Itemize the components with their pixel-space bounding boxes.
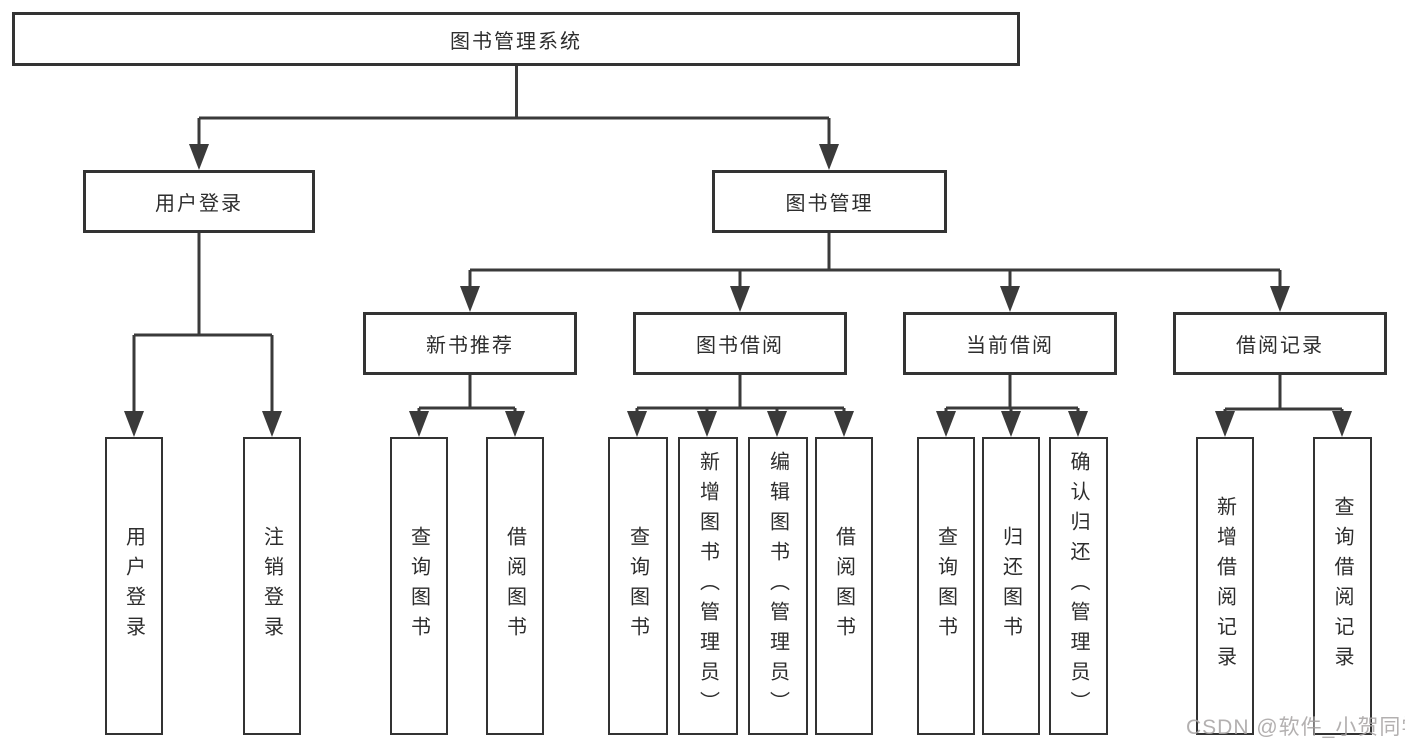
leaf-newbook-query-book: 查询图书 bbox=[390, 437, 448, 735]
leaf-label: 用户登录 bbox=[122, 526, 145, 646]
arrow-down-icon bbox=[1000, 286, 1020, 312]
node-user-login: 用户登录 bbox=[83, 170, 315, 233]
node-label: 当前借阅 bbox=[966, 335, 1054, 357]
node-current-borrowing: 当前借阅 bbox=[903, 312, 1117, 375]
leaf-records-add-record: 新增借阅记录 bbox=[1196, 437, 1254, 735]
node-label: 新书推荐 bbox=[426, 335, 514, 357]
node-book-management: 图书管理 bbox=[712, 170, 947, 233]
node-book-borrowing: 图书借阅 bbox=[633, 312, 847, 375]
leaf-newbook-borrow-book: 借阅图书 bbox=[486, 437, 544, 735]
leaf-label: 注销登录 bbox=[260, 526, 283, 646]
node-label: 用户登录 bbox=[155, 193, 243, 215]
node-label: 借阅记录 bbox=[1236, 335, 1324, 357]
leaf-label: 借阅图书 bbox=[503, 526, 526, 646]
leaf-borrowing-add-book-admin: 新增图书（管理员） bbox=[678, 437, 738, 735]
arrow-down-icon bbox=[1068, 411, 1088, 437]
arrow-down-icon bbox=[697, 411, 717, 437]
leaf-label: 新增借阅记录 bbox=[1213, 496, 1236, 676]
leaf-records-query-record: 查询借阅记录 bbox=[1313, 437, 1372, 735]
arrow-down-icon bbox=[936, 411, 956, 437]
node-label: 图书管理 bbox=[785, 193, 874, 215]
arrowheads bbox=[124, 144, 1352, 437]
arrow-down-icon bbox=[1332, 411, 1352, 437]
node-label: 图书借阅 bbox=[696, 335, 784, 357]
leaf-user-login: 用户登录 bbox=[105, 437, 163, 735]
leaf-logout: 注销登录 bbox=[243, 437, 301, 735]
leaf-label: 查询图书 bbox=[407, 526, 430, 646]
leaf-borrowing-edit-book-admin: 编辑图书（管理员） bbox=[748, 437, 808, 735]
arrow-down-icon bbox=[124, 411, 144, 437]
leaf-borrowing-borrow-book: 借阅图书 bbox=[815, 437, 873, 735]
leaf-current-return-book: 归还图书 bbox=[982, 437, 1040, 735]
leaf-label: 新增图书（管理员） bbox=[696, 451, 719, 721]
arrow-down-icon bbox=[1001, 411, 1021, 437]
arrow-down-icon bbox=[1215, 411, 1235, 437]
node-library-system: 图书管理系统 bbox=[12, 12, 1020, 66]
arrow-down-icon bbox=[505, 411, 525, 437]
leaf-label: 查询图书 bbox=[934, 526, 957, 646]
leaf-current-query-book: 查询图书 bbox=[917, 437, 975, 735]
leaf-label: 查询借阅记录 bbox=[1331, 496, 1353, 676]
arrow-down-icon bbox=[819, 144, 839, 170]
arrow-down-icon bbox=[834, 411, 854, 437]
leaf-label: 编辑图书（管理员） bbox=[766, 451, 789, 721]
arrow-down-icon bbox=[409, 411, 429, 437]
node-borrowing-records: 借阅记录 bbox=[1173, 312, 1387, 375]
arrow-down-icon bbox=[767, 411, 787, 437]
leaf-label: 确认归还（管理员） bbox=[1067, 451, 1089, 721]
arrow-down-icon bbox=[730, 286, 750, 312]
arrow-down-icon bbox=[262, 411, 282, 437]
leaf-label: 归还图书 bbox=[999, 526, 1022, 646]
leaf-borrowing-query-book: 查询图书 bbox=[608, 437, 668, 735]
arrow-down-icon bbox=[460, 286, 480, 312]
leaf-label: 查询图书 bbox=[626, 526, 649, 646]
watermark: CSDN @软件_小贺同学 bbox=[1186, 716, 1405, 739]
leaf-label: 借阅图书 bbox=[832, 526, 855, 646]
arrow-down-icon bbox=[1270, 286, 1290, 312]
arrow-down-icon bbox=[627, 411, 647, 437]
node-new-book-recommend: 新书推荐 bbox=[363, 312, 577, 375]
node-label: 图书管理系统 bbox=[450, 30, 582, 53]
leaf-current-confirm-return-admin: 确认归还（管理员） bbox=[1049, 437, 1108, 735]
arrow-down-icon bbox=[189, 144, 209, 170]
